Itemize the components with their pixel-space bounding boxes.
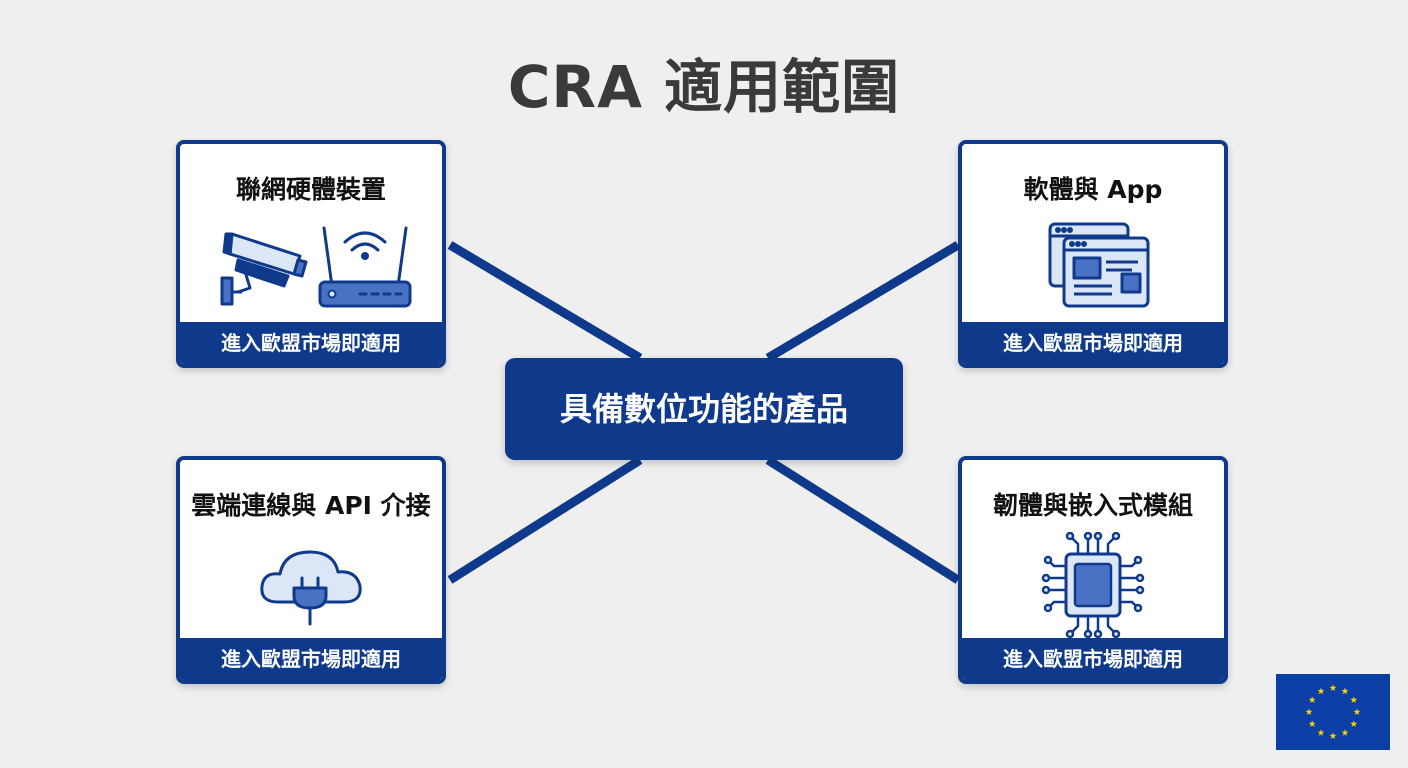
card-footer-badge: 進入歐盟市場即適用 <box>180 638 442 680</box>
flag-star <box>1308 720 1316 727</box>
flag-star <box>1317 729 1325 736</box>
card-software-app: 軟體與 App <box>958 140 1228 368</box>
flag-star <box>1341 687 1349 695</box>
card-title: 軟體與 App <box>1023 175 1163 204</box>
card-cloud-api: 雲端連線與 API 介接 進入歐盟市場即適用 <box>176 456 446 684</box>
connector-bottom-left <box>447 456 643 584</box>
flag-star <box>1341 729 1349 736</box>
card-title: 韌體與嵌入式模組 <box>992 491 1193 520</box>
card-title: 雲端連線與 API 介接 <box>191 491 431 520</box>
cloud-plug-icon <box>260 550 362 626</box>
card-firmware-embedded: 韌體與嵌入式模組 <box>958 456 1228 684</box>
flag-star <box>1317 687 1325 695</box>
eu-flag-icon <box>1276 674 1390 750</box>
card-footer-badge: 進入歐盟市場即適用 <box>962 322 1224 364</box>
microchip-icon <box>1041 531 1145 639</box>
card-icon-area <box>962 531 1224 640</box>
flag-star <box>1305 708 1313 715</box>
card-connected-hardware: 聯網硬體裝置 <box>176 140 446 368</box>
card-icon-area <box>180 532 442 640</box>
flag-star <box>1308 696 1316 703</box>
card-footer-badge: 進入歐盟市場即適用 <box>962 638 1224 680</box>
flag-star <box>1350 696 1358 703</box>
card-footer-badge: 進入歐盟市場即適用 <box>180 322 442 364</box>
card-title: 聯網硬體裝置 <box>235 175 386 204</box>
connector-bottom-right <box>765 456 961 584</box>
page-title: CRA 適用範圍 <box>507 53 901 121</box>
connector-top-left <box>447 241 643 362</box>
connector-top-right <box>765 241 961 362</box>
security-camera-icon <box>220 232 308 306</box>
wifi-router-icon <box>318 226 412 308</box>
flag-star <box>1353 708 1361 715</box>
app-windows-icon <box>1048 222 1150 308</box>
flag-star <box>1329 732 1337 739</box>
card-icon-area <box>962 216 1224 324</box>
flag-star <box>1350 720 1358 727</box>
flag-star <box>1329 684 1337 691</box>
center-hub-label: 具備數位功能的產品 <box>505 358 903 460</box>
card-icon-area <box>180 216 442 324</box>
